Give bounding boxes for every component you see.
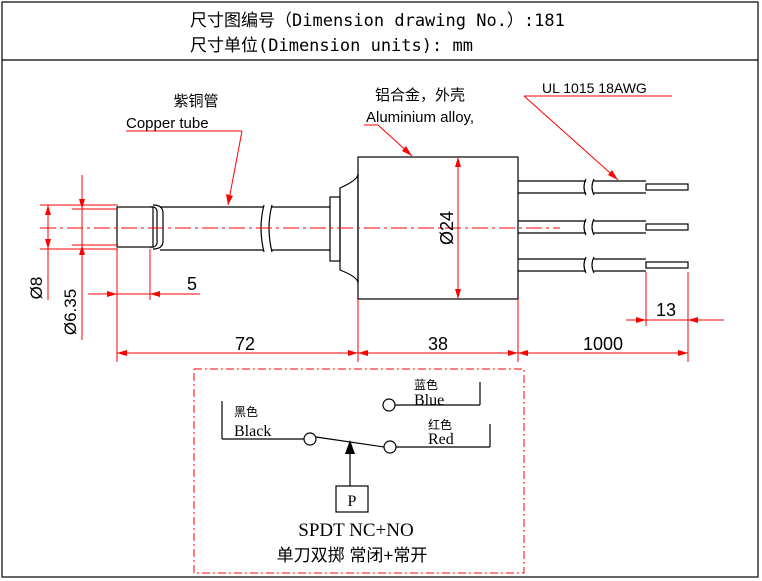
dim-1000: 1000 <box>583 334 623 354</box>
blue-label-en: Blue <box>414 392 444 409</box>
switch-type-en: SPDT NC+NO <box>298 520 413 541</box>
dimension-lines <box>40 95 724 362</box>
red-label-en: Red <box>428 431 454 448</box>
blue-label-cn: 蓝色 <box>414 378 438 392</box>
copper-label-en: Copper tube <box>126 115 209 132</box>
dim-dia-24: Ø24 <box>437 211 457 245</box>
dim-38: 38 <box>428 334 448 354</box>
schematic-box <box>193 368 525 574</box>
alloy-label-en: Aluminium alloy, <box>366 109 474 126</box>
pressure-symbol: P <box>348 493 357 510</box>
lead-wires <box>518 178 689 274</box>
header-line-2: 尺寸单位(Dimension units): mm <box>190 36 473 56</box>
alloy-label-cn: 铝合金，外壳 <box>375 87 465 104</box>
dim-13: 13 <box>656 300 676 320</box>
red-label-cn: 红色 <box>428 417 452 432</box>
dim-dia-8: Ø8 <box>27 277 46 300</box>
dim-5: 5 <box>187 274 197 294</box>
black-label-en: Black <box>234 423 271 440</box>
dim-72: 72 <box>235 334 255 354</box>
switch-type-cn: 单刀双掷 常闭+常开 <box>277 546 428 565</box>
copper-label-cn: 紫铜管 <box>173 93 218 110</box>
black-label-cn: 黑色 <box>234 405 258 419</box>
header-line-1: 尺寸图编号（Dimension drawing No.）:181 <box>190 11 565 31</box>
wire-label: UL 1015 18AWG <box>542 80 647 96</box>
spdt-switch <box>221 382 491 513</box>
dim-dia-635: Ø6.35 <box>61 289 80 335</box>
